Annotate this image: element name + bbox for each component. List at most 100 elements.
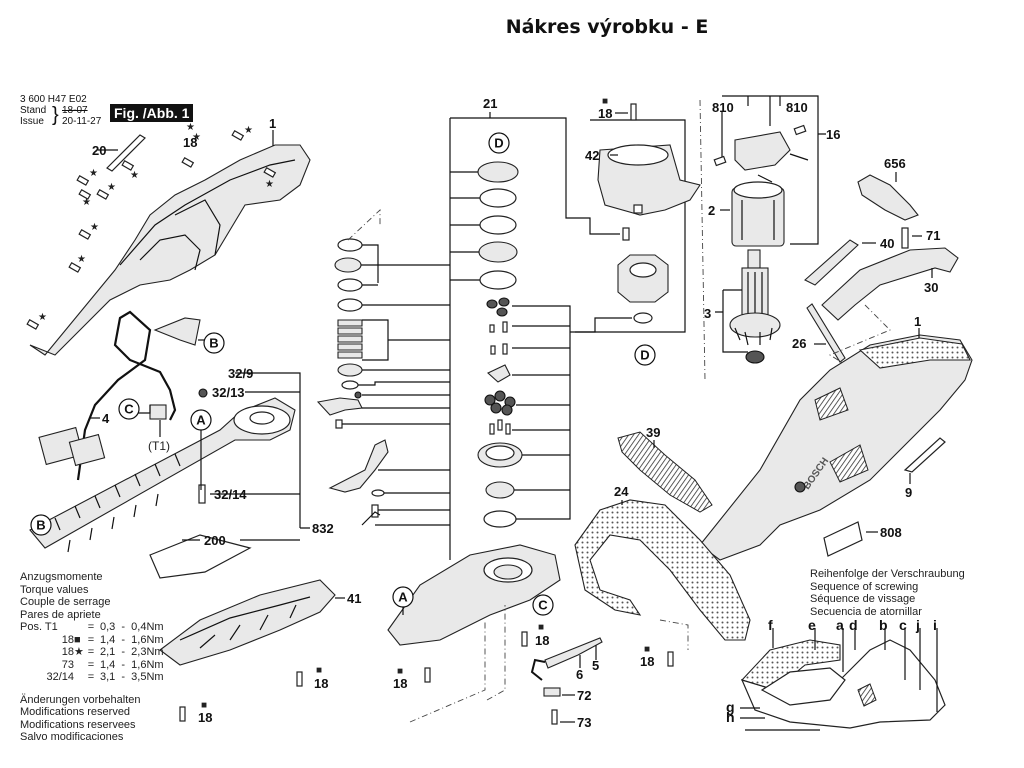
svg-text:★: ★ [130,170,139,181]
screw-icon [521,631,528,647]
svg-text:C: C [538,598,548,613]
sequence-de: Reihenfolge der Verschraubung [810,568,965,580]
torque-heading-en: Torque values [20,583,89,596]
link-rod-26 [806,303,846,363]
svg-text:D: D [494,136,503,151]
bearing-holder [617,227,669,324]
square-marker: ■ [316,665,322,676]
label-4: 4 [102,411,110,426]
issue-value: 20-11-27 [62,116,102,127]
seq-letter-e: e [808,617,816,633]
gear-housing [387,544,561,646]
label-1-right: 1 [914,314,921,329]
figure-label: Fig. /Abb. 1 [110,104,194,122]
screw-icon [424,667,431,683]
svg-text:★: ★ [192,132,201,143]
callout-c-bottom: C [532,594,554,616]
label-18-cover: 18 [598,106,612,121]
torque-row: 73=1,4 - 1,6Nm [61,658,164,671]
blade-guard [149,534,252,579]
torque-row: 32/14=3,1 - 3,5Nm [46,671,164,683]
torque-row: 18■=1,4 - 1,6Nm [61,633,164,646]
star-markers: ★ ★ ★ ★ ★ ★ ★ ★ ★ ★ [38,125,274,323]
housing-half-left [29,144,311,356]
seq-letter-a: a [836,617,844,633]
blade-assembly [29,397,296,553]
label-40: 40 [880,236,894,251]
callout-d-right: D [634,344,656,366]
sequence-en: Sequence of screwing [810,580,919,593]
label-32-9: 32/9 [228,366,253,381]
torque-row: 18★=2,1 - 2,3Nm [61,646,164,658]
label-18-star: 18 [183,135,197,150]
rating-plate-808 [823,521,863,557]
square-marker: ■ [201,700,207,711]
label-18-gear: 18 [535,633,549,648]
field-stator-2 [731,181,785,247]
torque-values-block: Anzugsmomente Torque values Couple de se… [20,571,192,744]
sequence-thumbnail [740,639,946,731]
screw-32-14 [198,484,206,504]
nameplate-strip [106,134,146,172]
document-number: 3 600 H47 E02 [20,94,87,105]
label-6: 6 [576,667,583,682]
trigger-656 [857,174,919,221]
modifications-es: Salvo modificaciones [20,731,124,743]
screw-icon [121,159,135,171]
screw-icon [78,188,92,200]
label-18-gear-2: 18 [393,676,407,691]
label-41: 41 [347,591,361,606]
sequence-fr: Séquence de vissage [810,593,916,605]
label-39: 39 [646,425,660,440]
svg-text:★: ★ [89,168,98,179]
seq-letter-f: f [768,617,773,633]
star-18-marker: ★ [186,122,195,133]
label-t1: (T1) [148,439,170,453]
vent-grille-39 [617,431,713,513]
brush-holder [713,124,809,183]
handle-cover-30 [821,247,959,321]
svg-text:★: ★ [244,125,253,136]
label-30: 30 [924,280,938,295]
modifications-de: Änderungen vorbehalten [20,693,141,706]
brace-glyph: } [52,104,59,126]
screw-icon [76,174,90,186]
issue-label: Issue [20,116,44,127]
screw-icon [26,318,40,330]
svg-text:★: ★ [77,254,86,265]
label-plate-9 [903,437,946,473]
screw-icon [296,671,303,687]
callout-a-bottom: A [392,586,414,608]
label-26: 26 [792,336,806,351]
seq-letter-j: j [915,617,920,633]
label-24: 24 [614,484,629,499]
svg-text:A: A [398,590,408,605]
label-656: 656 [884,156,906,171]
sequence-es: Secuencia de atornillar [810,605,922,618]
label-72: 72 [577,688,591,703]
cable-assembly [38,310,177,481]
left-substack [316,238,389,526]
spring-71 [901,227,909,249]
stand-issue-values: 18-07 20-11-27 [62,105,101,127]
callout-b-top: B [203,332,225,354]
label-832: 832 [312,521,334,536]
screw-icon [667,651,674,667]
svg-text:B: B [36,518,45,533]
square-marker: ■ [644,644,650,655]
seq-letter-i: i [933,617,937,633]
label-18-lower-2: 18 [198,710,212,725]
svg-text:★: ★ [265,179,274,190]
torque-heading-es: Pares de apriete [20,608,101,621]
housing-screws [26,129,277,330]
seq-letter-d: d [849,617,858,633]
brand-emblem-icon [794,481,806,493]
screw-icon [630,103,637,121]
gear-stack-rings [477,161,523,528]
callout-a-left: A [190,409,212,431]
label-32-13: 32/13 [212,385,245,400]
page-title: Nákres výrobku - E [505,16,709,38]
svg-text:C: C [124,402,134,417]
torque-heading-de: Anzugsmomente [20,571,103,583]
